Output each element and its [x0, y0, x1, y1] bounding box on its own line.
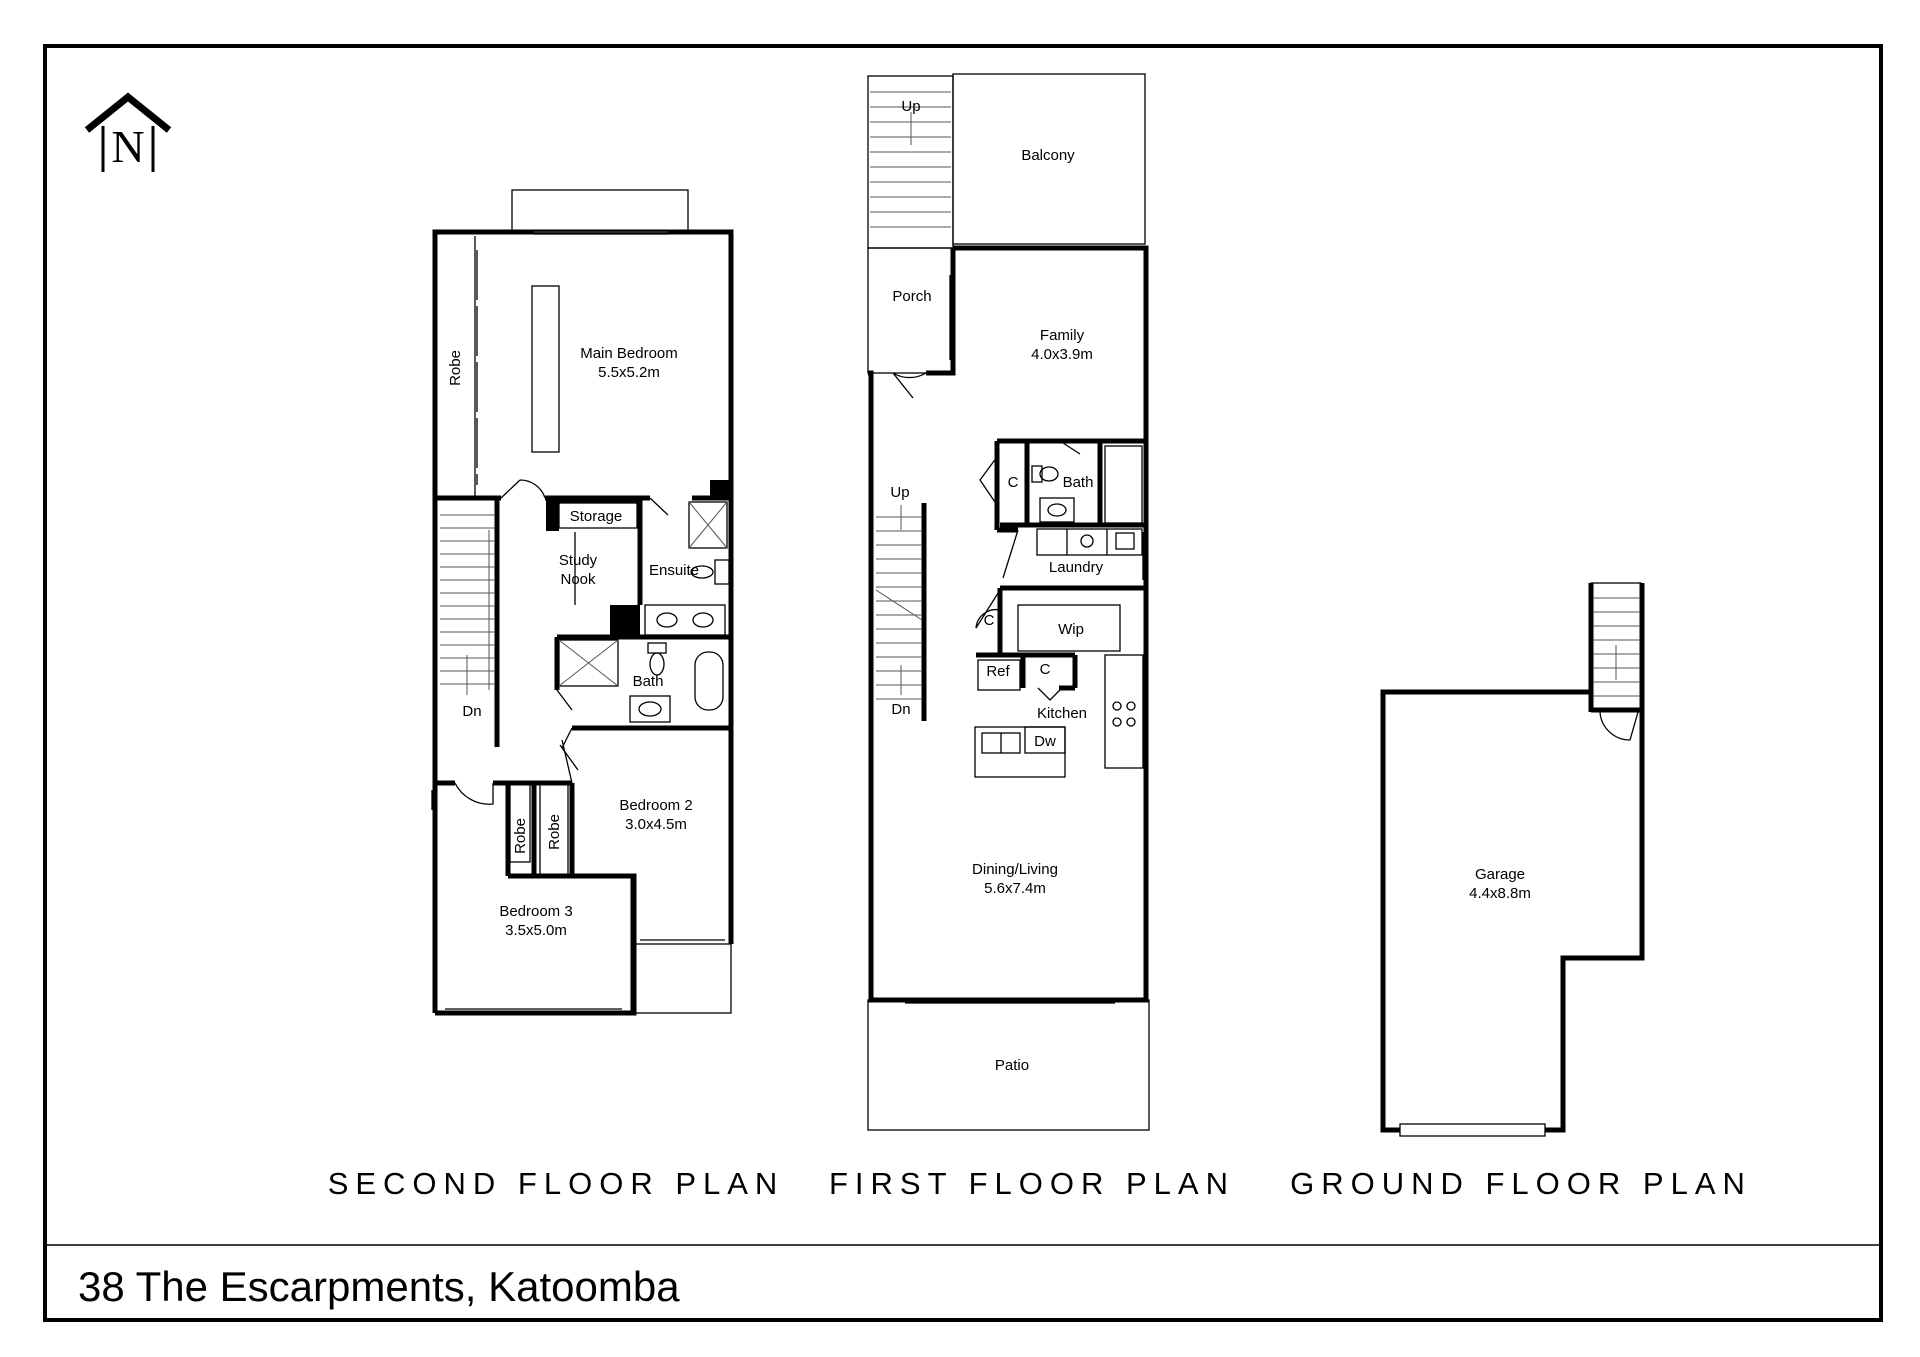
north-letter: N	[111, 121, 144, 172]
label-study-2: Nook	[560, 571, 596, 588]
heading-second-floor: SECOND FLOOR PLAN	[328, 1166, 785, 1201]
label-laundry: Laundry	[1049, 559, 1104, 576]
label-ensuite: Ensuite	[649, 562, 699, 579]
size-family: 4.0x3.9m	[1031, 346, 1093, 363]
label-study-1: Study	[559, 552, 598, 569]
heading-first-floor: FIRST FLOOR PLAN	[829, 1166, 1235, 1201]
label-ref: Ref	[986, 663, 1010, 680]
size-dining-living: 5.6x7.4m	[984, 880, 1046, 897]
label-garage: Garage	[1475, 866, 1525, 883]
label-cupboard-2: C	[984, 612, 995, 629]
label-robe-b: Robe	[546, 814, 563, 850]
label-dn-second: Dn	[462, 703, 481, 720]
label-kitchen: Kitchen	[1037, 705, 1087, 722]
label-up-first: Up	[890, 484, 909, 501]
label-cupboard-1: C	[1008, 474, 1019, 491]
label-bedroom2: Bedroom 2	[619, 797, 692, 814]
ground-floor-stairs	[1593, 597, 1640, 697]
size-bedroom2: 3.0x4.5m	[625, 816, 687, 833]
second-floor-plan	[431, 189, 734, 1016]
first-floor-top-stairs	[870, 91, 951, 228]
label-balcony: Balcony	[1021, 147, 1075, 164]
sheet-border	[43, 44, 1883, 1322]
size-bedroom3: 3.5x5.0m	[505, 922, 567, 939]
first-floor-plan	[867, 73, 1150, 1131]
ground-floor-plan	[1380, 582, 1645, 1137]
label-bath-first: Bath	[1063, 474, 1094, 491]
label-storage: Storage	[570, 508, 623, 525]
size-garage: 4.4x8.8m	[1469, 885, 1531, 902]
label-bath-second: Bath	[633, 673, 664, 690]
second-floor-stairs	[440, 514, 495, 695]
label-porch: Porch	[892, 288, 931, 305]
first-floor-main-stairs	[875, 505, 923, 700]
heading-ground-floor: GROUND FLOOR PLAN	[1290, 1166, 1752, 1201]
size-main-bedroom: 5.5x5.2m	[598, 364, 660, 381]
label-family: Family	[1040, 327, 1085, 344]
label-patio: Patio	[995, 1057, 1029, 1074]
north-arrow-icon: N	[84, 88, 172, 172]
label-main-bedroom: Main Bedroom	[580, 345, 678, 362]
label-robe-a: Robe	[512, 818, 529, 854]
label-dining-living: Dining/Living	[972, 861, 1058, 878]
label-up-top: Up	[901, 98, 920, 115]
label-dw: Dw	[1034, 733, 1056, 750]
property-address: 38 The Escarpments, Katoomba	[78, 1263, 680, 1310]
label-cupboard-3: C	[1040, 661, 1051, 678]
label-bedroom3: Bedroom 3	[499, 903, 572, 920]
label-wip: Wip	[1058, 621, 1084, 638]
label-dn-first: Dn	[891, 701, 910, 718]
label-robe-main: Robe	[447, 350, 464, 386]
